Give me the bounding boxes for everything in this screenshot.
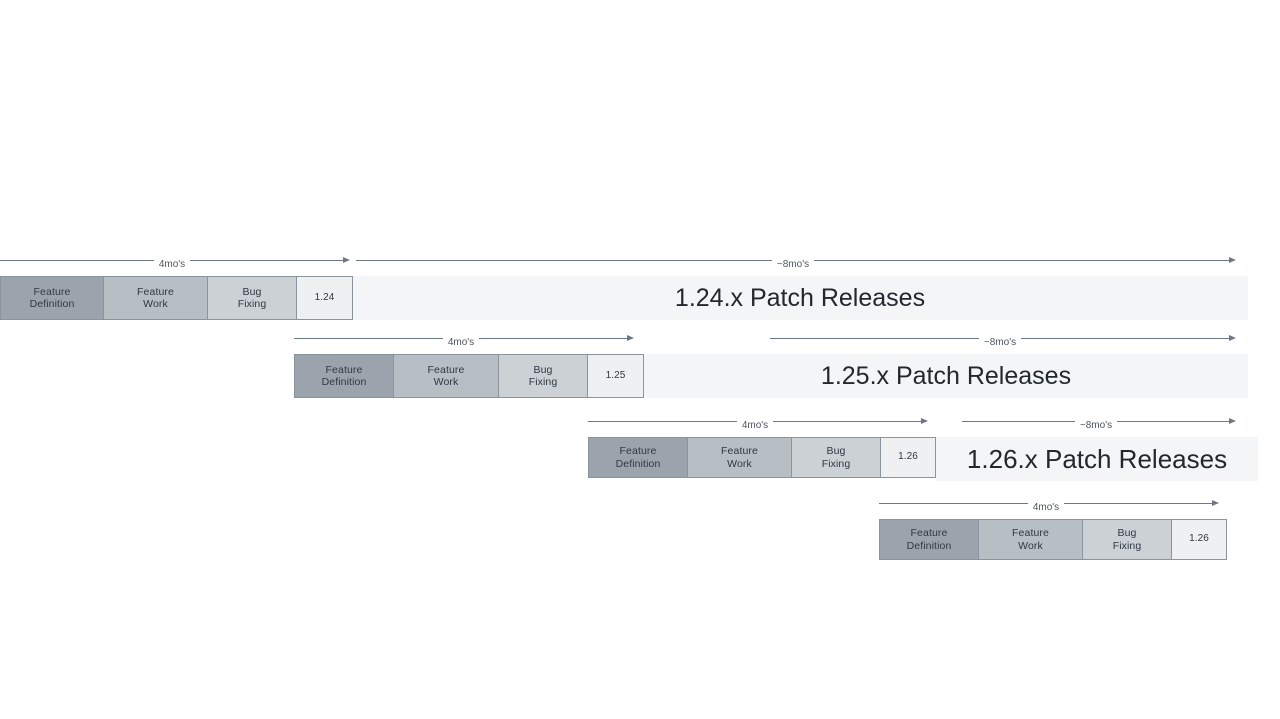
version-label: 1.25 xyxy=(605,369,626,381)
patch-duration-label: ~8mo's xyxy=(776,259,810,270)
arrowhead-icon xyxy=(921,418,928,424)
development-arrow-1-24: 4mo's xyxy=(0,252,350,270)
phase-label-line1: Bug xyxy=(1117,527,1137,539)
phase-label-line1: Feature xyxy=(1012,527,1049,539)
phase-label-line1: Feature xyxy=(325,363,363,376)
patch-duration-label: ~8mo's xyxy=(1079,420,1113,431)
development-duration-label: 4mo's xyxy=(158,259,186,270)
arrowhead-icon xyxy=(1229,257,1237,263)
phase-label-line1: Bug xyxy=(242,285,262,298)
arrow-line xyxy=(1117,420,1231,422)
patch-arrow-1-25: ~8mo's xyxy=(770,330,1237,348)
patch-releases-label: 1.25.x Patch Releases xyxy=(820,361,1072,390)
phase-feature-work[interactable]: Feature Work xyxy=(687,437,792,478)
arrow-line xyxy=(962,420,1075,422)
development-duration-label: 4mo's xyxy=(741,420,769,431)
development-duration-label: 4mo's xyxy=(447,337,475,348)
patch-releases-band-1-25: 1.25.x Patch Releases xyxy=(644,354,1248,398)
patch-releases-band-1-26: 1.26.x Patch Releases xyxy=(936,437,1258,481)
phase-feature-work[interactable]: Feature Work xyxy=(393,354,499,398)
arrowhead-icon xyxy=(343,257,350,263)
development-arrow-1-26: 4mo's xyxy=(588,413,928,431)
version-box-1-24[interactable]: 1.24 xyxy=(296,276,353,320)
phase-feature-definition[interactable]: Feature Definition xyxy=(879,519,979,560)
version-label: 1.26 xyxy=(898,451,918,463)
phase-label-line2: Work xyxy=(143,298,168,310)
arrow-line xyxy=(1064,502,1213,504)
version-box-1-25[interactable]: 1.25 xyxy=(587,354,644,398)
patch-releases-band-1-24: 1.24.x Patch Releases xyxy=(352,276,1248,320)
phase-feature-definition[interactable]: Feature Definition xyxy=(588,437,688,478)
arrow-line xyxy=(479,337,628,339)
phase-label-line2: Definition xyxy=(321,376,367,388)
arrowhead-icon xyxy=(627,335,634,341)
phase-feature-work[interactable]: Feature Work xyxy=(103,276,208,320)
phase-label-line2: Definition xyxy=(29,298,75,310)
phase-bug-fixing[interactable]: Bug Fixing xyxy=(207,276,297,320)
arrow-line xyxy=(0,259,154,261)
phase-label-line2: Fixing xyxy=(237,298,267,310)
arrow-line xyxy=(1021,337,1231,339)
arrow-line xyxy=(588,420,737,422)
patch-releases-label: 1.26.x Patch Releases xyxy=(966,443,1228,474)
patch-arrow-1-24: ~8mo's xyxy=(356,252,1237,270)
arrow-line xyxy=(773,420,922,422)
phase-label-line1: Feature xyxy=(33,285,71,298)
phase-label-line2: Work xyxy=(433,376,459,388)
version-label: 1.26 xyxy=(1189,533,1209,545)
arrowhead-icon xyxy=(1212,500,1219,506)
development-arrow-1-26-next: 4mo's xyxy=(879,495,1219,513)
version-box-1-26-next[interactable]: 1.26 xyxy=(1171,519,1227,560)
phase-label-line1: Feature xyxy=(137,285,174,298)
arrow-line xyxy=(294,337,443,339)
version-label: 1.24 xyxy=(314,291,335,303)
phase-label-line2: Fixing xyxy=(528,376,558,388)
phase-label-line2: Definition xyxy=(615,457,661,470)
phase-bug-fixing[interactable]: Bug Fixing xyxy=(498,354,588,398)
arrowhead-icon xyxy=(1229,418,1237,424)
phase-strip-1-24: Feature Definition Feature Work Bug Fixi… xyxy=(0,276,353,320)
phase-bug-fixing[interactable]: Bug Fixing xyxy=(1082,519,1172,560)
phase-label-line2: Work xyxy=(727,457,752,470)
phase-label-line2: Definition xyxy=(906,539,952,552)
development-duration-label: 4mo's xyxy=(1032,502,1060,513)
patch-releases-label: 1.24.x Patch Releases xyxy=(674,283,926,312)
phase-feature-work[interactable]: Feature Work xyxy=(978,519,1083,560)
version-box-1-26[interactable]: 1.26 xyxy=(880,437,936,478)
arrowhead-icon xyxy=(1229,335,1237,341)
phase-label-line1: Feature xyxy=(910,527,948,539)
phase-label-line2: Fixing xyxy=(821,457,851,470)
phase-feature-definition[interactable]: Feature Definition xyxy=(0,276,104,320)
phase-feature-definition[interactable]: Feature Definition xyxy=(294,354,394,398)
arrow-line xyxy=(879,502,1028,504)
arrow-line xyxy=(814,259,1231,261)
phase-label-line1: Feature xyxy=(619,445,657,457)
phase-label-line2: Work xyxy=(1018,539,1043,552)
phase-label-line1: Bug xyxy=(826,445,846,457)
arrow-line xyxy=(770,337,979,339)
phase-label-line2: Fixing xyxy=(1112,539,1142,552)
arrow-line xyxy=(190,259,344,261)
development-arrow-1-25: 4mo's xyxy=(294,330,634,348)
phase-strip-1-25: Feature Definition Feature Work Bug Fixi… xyxy=(294,354,645,398)
arrow-line xyxy=(356,259,772,261)
patch-duration-label: ~8mo's xyxy=(983,337,1017,348)
phase-label-line1: Feature xyxy=(721,445,758,457)
phase-strip-1-26-next: Feature Definition Feature Work Bug Fixi… xyxy=(879,519,1228,560)
patch-arrow-1-26: ~8mo's xyxy=(962,413,1237,431)
phase-label-line1: Bug xyxy=(533,363,553,376)
phase-label-line1: Feature xyxy=(427,363,465,376)
phase-bug-fixing[interactable]: Bug Fixing xyxy=(791,437,881,478)
phase-strip-1-26: Feature Definition Feature Work Bug Fixi… xyxy=(588,437,937,478)
